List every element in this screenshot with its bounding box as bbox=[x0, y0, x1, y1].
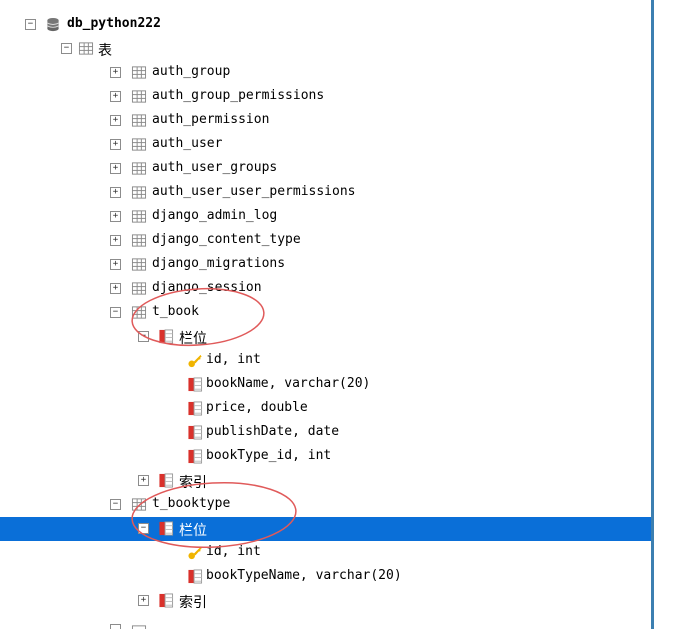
tree-row-tables-folder[interactable]: − 表 bbox=[0, 37, 651, 61]
tree-row-fields-folder-selected[interactable]: − 栏位 bbox=[0, 517, 651, 541]
table-row[interactable]: + auth_group_permissions bbox=[0, 85, 651, 109]
tree-row-partial[interactable] bbox=[0, 618, 651, 629]
expand-toggle[interactable]: + bbox=[110, 235, 121, 246]
field-row[interactable]: bookTypeName, varchar(20) bbox=[0, 565, 651, 589]
table-label: auth_user_groups bbox=[152, 160, 278, 175]
table-label: django_admin_log bbox=[152, 208, 278, 223]
collapse-toggle[interactable]: − bbox=[110, 307, 121, 318]
table-row[interactable]: + auth_user_user_permissions bbox=[0, 181, 651, 205]
table-row[interactable]: + django_content_type bbox=[0, 229, 651, 253]
vertical-scrollbar[interactable] bbox=[651, 0, 654, 629]
table-label: auth_permission bbox=[152, 112, 270, 127]
table-icon bbox=[131, 210, 147, 223]
expand-toggle[interactable]: + bbox=[110, 115, 121, 126]
table-label: django_content_type bbox=[152, 232, 301, 247]
field-label: id, int bbox=[206, 544, 261, 559]
column-icon bbox=[188, 377, 203, 392]
database-label: db_python222 bbox=[67, 16, 161, 31]
column-icon bbox=[188, 401, 203, 416]
key-icon bbox=[188, 546, 202, 560]
field-label: bookTypeName, varchar(20) bbox=[206, 568, 402, 583]
indexes-folder-label: 索引 bbox=[179, 475, 207, 491]
tree-row-t-book[interactable]: − t_book bbox=[0, 301, 651, 325]
field-row[interactable]: publishDate, date bbox=[0, 421, 651, 445]
expand-toggle[interactable]: + bbox=[138, 475, 149, 486]
tree-row-indexes-folder[interactable]: + 索引 bbox=[0, 589, 651, 613]
table-icon bbox=[131, 282, 147, 295]
expand-toggle[interactable]: + bbox=[110, 211, 121, 222]
table-icon bbox=[131, 306, 147, 319]
field-row[interactable]: bookType_id, int bbox=[0, 445, 651, 469]
field-label: price, double bbox=[206, 400, 308, 415]
navigator-tree: − db_python222 − 表 + auth_group + auth_ bbox=[0, 13, 651, 629]
table-label: t_booktype bbox=[152, 496, 231, 511]
expand-toggle[interactable]: + bbox=[110, 91, 121, 102]
table-label: django_session bbox=[152, 280, 262, 295]
collapse-toggle[interactable]: − bbox=[25, 19, 36, 30]
table-row[interactable]: + auth_group bbox=[0, 61, 651, 85]
table-label: auth_user bbox=[152, 136, 223, 151]
table-icon bbox=[131, 258, 147, 271]
tree-row-fields-folder[interactable]: − 栏位 bbox=[0, 325, 651, 349]
expand-toggle[interactable]: + bbox=[110, 259, 121, 270]
table-label: auth_user_user_permissions bbox=[152, 184, 356, 199]
tree-row-indexes-folder[interactable]: + 索引 bbox=[0, 469, 651, 493]
table-icon bbox=[131, 162, 147, 175]
expand-toggle[interactable]: + bbox=[138, 595, 149, 606]
fields-folder-label: 栏位 bbox=[179, 331, 207, 347]
collapse-toggle[interactable]: − bbox=[110, 499, 121, 510]
table-label: django_migrations bbox=[152, 256, 286, 271]
indexes-folder-label: 索引 bbox=[179, 595, 207, 611]
table-row[interactable]: + django_session bbox=[0, 277, 651, 301]
column-icon bbox=[188, 569, 203, 584]
table-icon bbox=[131, 138, 147, 151]
table-row[interactable]: + auth_permission bbox=[0, 109, 651, 133]
field-row[interactable]: id, int bbox=[0, 541, 651, 565]
expand-toggle[interactable] bbox=[110, 624, 121, 629]
expand-toggle[interactable]: + bbox=[110, 187, 121, 198]
tables-folder-label: 表 bbox=[98, 43, 112, 59]
field-label: id, int bbox=[206, 352, 261, 367]
tree-row-database[interactable]: − db_python222 bbox=[0, 13, 651, 37]
collapse-toggle[interactable]: − bbox=[61, 43, 72, 54]
indexes-folder-icon bbox=[159, 593, 174, 608]
field-label: bookName, varchar(20) bbox=[206, 376, 371, 391]
key-icon bbox=[188, 354, 202, 368]
field-label: publishDate, date bbox=[206, 424, 340, 439]
database-icon bbox=[47, 17, 59, 32]
field-row[interactable]: price, double bbox=[0, 397, 651, 421]
table-icon bbox=[131, 66, 147, 79]
field-label: bookType_id, int bbox=[206, 448, 332, 463]
collapse-toggle[interactable]: − bbox=[138, 331, 149, 342]
fields-folder-icon bbox=[159, 329, 174, 344]
fields-folder-label: 栏位 bbox=[179, 523, 207, 539]
expand-toggle[interactable]: + bbox=[110, 67, 121, 78]
tables-folder-icon bbox=[78, 42, 94, 55]
fields-folder-icon bbox=[159, 521, 174, 536]
table-icon bbox=[131, 186, 147, 199]
table-icon bbox=[131, 625, 147, 629]
tree-row-t-booktype[interactable]: − t_booktype bbox=[0, 493, 651, 517]
expand-toggle[interactable]: + bbox=[110, 163, 121, 174]
field-row[interactable]: bookName, varchar(20) bbox=[0, 373, 651, 397]
table-label: t_book bbox=[152, 304, 199, 319]
expand-toggle[interactable]: + bbox=[110, 139, 121, 150]
indexes-folder-icon bbox=[159, 473, 174, 488]
table-icon bbox=[131, 234, 147, 247]
expand-toggle[interactable]: + bbox=[110, 283, 121, 294]
table-icon bbox=[131, 498, 147, 511]
collapse-toggle[interactable]: − bbox=[138, 523, 149, 534]
table-row[interactable]: + auth_user_groups bbox=[0, 157, 651, 181]
table-icon bbox=[131, 90, 147, 103]
column-icon bbox=[188, 425, 203, 440]
table-icon bbox=[131, 114, 147, 127]
table-row[interactable]: + django_migrations bbox=[0, 253, 651, 277]
table-label: auth_group bbox=[152, 64, 231, 79]
table-row[interactable]: + django_admin_log bbox=[0, 205, 651, 229]
table-label: auth_group_permissions bbox=[152, 88, 325, 103]
table-row[interactable]: + auth_user bbox=[0, 133, 651, 157]
field-row[interactable]: id, int bbox=[0, 349, 651, 373]
column-icon bbox=[188, 449, 203, 464]
